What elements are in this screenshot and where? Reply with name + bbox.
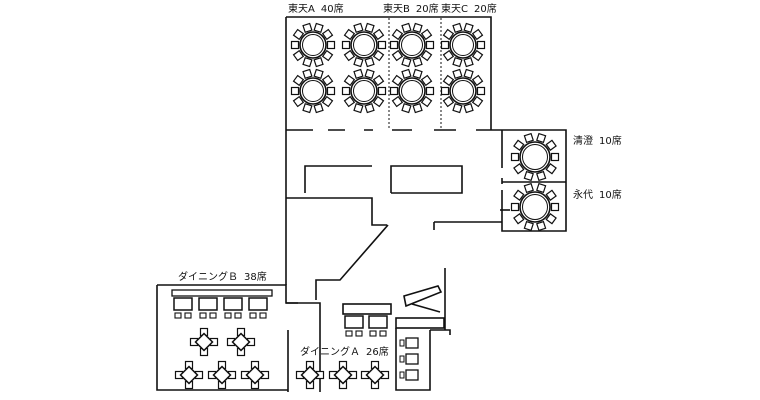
booth-dining-b-2: [198, 297, 218, 319]
square-table-dining-a-1: [295, 360, 325, 390]
round-table-toten-6: [341, 68, 387, 114]
square-table-dining-a-3: [360, 360, 390, 390]
round-table-toten-4: [440, 22, 486, 68]
round-table-eitai: [510, 182, 560, 232]
square-table-dining-a-2: [328, 360, 358, 390]
square-table-dining-b-5: [240, 360, 270, 390]
round-table-toten-1: [290, 22, 336, 68]
booth-dining-a-2: [368, 315, 388, 337]
walls: [156, 16, 567, 392]
square-table-dining-b-3: [174, 360, 204, 390]
round-table-toten-7: [389, 68, 435, 114]
round-table-toten-2: [341, 22, 387, 68]
side-table-dining-a-3: [399, 369, 419, 381]
square-table-dining-b-1: [189, 327, 219, 357]
round-table-toten-3: [389, 22, 435, 68]
round-table-seicho: [510, 132, 560, 182]
side-table-dining-a-1: [399, 337, 419, 349]
banquette-dining-b: [171, 289, 273, 297]
square-table-dining-b-2: [226, 327, 256, 357]
tables-layer: [171, 22, 560, 390]
square-table-dining-b-4: [207, 360, 237, 390]
booth-dining-b-1: [173, 297, 193, 319]
round-table-toten-5: [290, 68, 336, 114]
round-table-toten-8: [440, 68, 486, 114]
booth-dining-b-4: [248, 297, 268, 319]
booth-dining-b-3: [223, 297, 243, 319]
side-table-dining-a-2: [399, 353, 419, 365]
booth-dining-a-1: [344, 315, 364, 337]
